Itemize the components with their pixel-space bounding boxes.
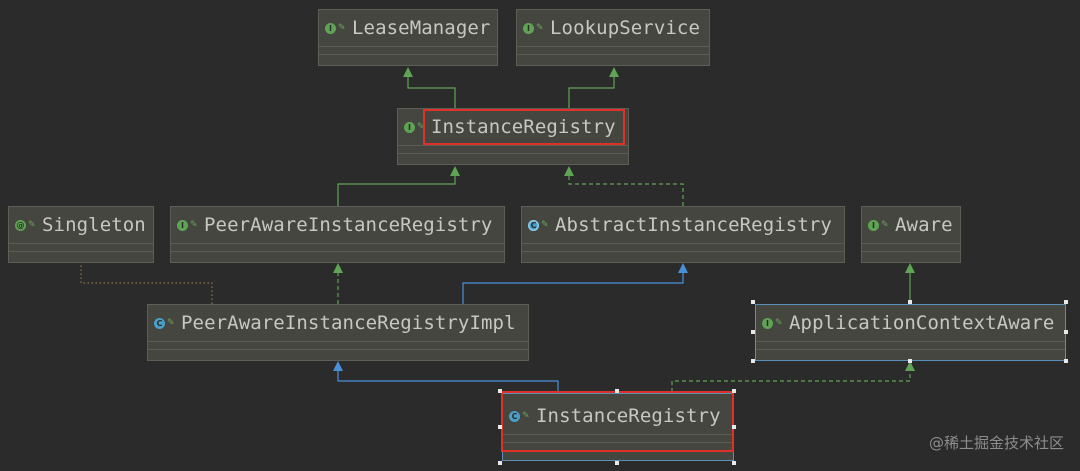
public-visibility-icon: ✎ <box>541 219 549 230</box>
node-label: LookupService <box>550 17 701 39</box>
methods-divider <box>9 251 153 258</box>
fields-divider <box>148 341 528 349</box>
fields-divider <box>862 243 960 251</box>
methods-divider <box>503 442 733 449</box>
node-label: Aware <box>895 214 953 236</box>
methods-divider <box>398 153 628 160</box>
node-instance-registry-interface[interactable]: I ✎ InstanceRegistry <box>397 108 629 165</box>
methods-divider <box>171 251 504 258</box>
resize-handle[interactable] <box>908 300 912 304</box>
public-visibility-icon: ✎ <box>775 317 783 328</box>
interface-icon: I <box>325 22 336 34</box>
edge-impl-singleton <box>80 262 213 304</box>
public-visibility-icon: ✎ <box>522 410 530 421</box>
resize-handle[interactable] <box>732 461 736 465</box>
resize-handle[interactable] <box>615 389 619 393</box>
node-label: ApplicationContextAware <box>789 312 1055 334</box>
node-abstract-instance-registry[interactable]: C ✎ AbstractInstanceRegistry <box>521 206 845 263</box>
node-label: InstanceRegistry <box>536 405 721 427</box>
class-icon: C <box>509 410 520 422</box>
fields-divider <box>319 46 497 54</box>
methods-divider <box>517 54 709 61</box>
resize-handle[interactable] <box>732 389 736 393</box>
node-singleton[interactable]: @ ✎ Singleton <box>8 206 154 263</box>
abstract-class-icon: C <box>528 219 539 231</box>
resize-handle[interactable] <box>1064 300 1068 304</box>
node-label: LeaseManager <box>352 17 491 39</box>
node-label: Singleton <box>42 214 146 236</box>
public-visibility-icon: ✎ <box>338 22 346 33</box>
edge-instanceregistryclass-appctxaware <box>671 361 915 392</box>
resize-handle[interactable] <box>615 461 619 465</box>
methods-divider <box>862 251 960 258</box>
interface-icon: I <box>523 22 534 34</box>
interface-icon: I <box>762 317 773 329</box>
resize-handle[interactable] <box>1064 330 1068 334</box>
node-application-context-aware[interactable]: I ✎ ApplicationContextAware <box>755 304 1066 361</box>
fields-divider <box>9 243 153 251</box>
node-label: InstanceRegistry <box>431 116 616 138</box>
node-label: PeerAwareInstanceRegistryImpl <box>181 312 516 334</box>
resize-handle[interactable] <box>751 359 755 363</box>
resize-handle[interactable] <box>732 425 736 429</box>
interface-icon: I <box>177 219 188 231</box>
node-label: PeerAwareInstanceRegistry <box>204 214 493 236</box>
methods-divider <box>756 349 1065 356</box>
node-peer-aware-instance-registry-impl[interactable]: C ✎ PeerAwareInstanceRegistryImpl <box>147 304 529 361</box>
node-peer-aware-instance-registry[interactable]: I ✎ PeerAwareInstanceRegistry <box>170 206 505 263</box>
public-visibility-icon: ✎ <box>881 219 889 230</box>
methods-divider <box>522 251 844 258</box>
edge-instanceregistryclass-impl <box>333 361 559 392</box>
class-icon: C <box>154 317 165 329</box>
edge-abstract-instanceregistry <box>564 166 684 206</box>
fields-divider <box>503 434 733 442</box>
node-label: AbstractInstanceRegistry <box>555 214 832 236</box>
node-instance-registry-class[interactable]: C ✎ InstanceRegistry <box>502 393 734 461</box>
watermark: @稀土掘金技术社区 <box>928 434 1064 452</box>
resize-handle[interactable] <box>498 389 502 393</box>
node-aware[interactable]: I ✎ Aware <box>861 206 961 263</box>
node-lease-manager[interactable]: I ✎ LeaseManager <box>318 9 498 66</box>
fields-divider <box>756 341 1065 349</box>
methods-divider <box>319 54 497 61</box>
resize-handle[interactable] <box>1064 359 1068 363</box>
fields-divider <box>522 243 844 251</box>
public-visibility-icon: ✎ <box>190 219 198 230</box>
public-visibility-icon: ✎ <box>417 121 425 132</box>
fields-divider <box>398 145 628 153</box>
public-visibility-icon: ✎ <box>167 317 175 328</box>
resize-handle[interactable] <box>908 359 912 363</box>
resize-handle[interactable] <box>751 300 755 304</box>
resize-handle[interactable] <box>751 330 755 334</box>
fields-divider <box>171 243 504 251</box>
edge-instanceregistry-leasemanager <box>403 67 456 108</box>
resize-handle[interactable] <box>498 425 502 429</box>
public-visibility-icon: ✎ <box>536 22 544 33</box>
edge-instanceregistry-lookupservice <box>568 67 619 108</box>
edge-impl-abstract <box>462 263 688 304</box>
annotation-icon: @ <box>15 219 26 231</box>
edge-peeraware-instanceregistry <box>337 166 460 206</box>
interface-icon: I <box>404 121 415 133</box>
methods-divider <box>148 349 528 356</box>
node-lookup-service[interactable]: I ✎ LookupService <box>516 9 710 66</box>
resize-handle[interactable] <box>498 461 502 465</box>
fields-divider <box>517 46 709 54</box>
public-visibility-icon: ✎ <box>28 219 36 230</box>
interface-icon: I <box>868 219 879 231</box>
